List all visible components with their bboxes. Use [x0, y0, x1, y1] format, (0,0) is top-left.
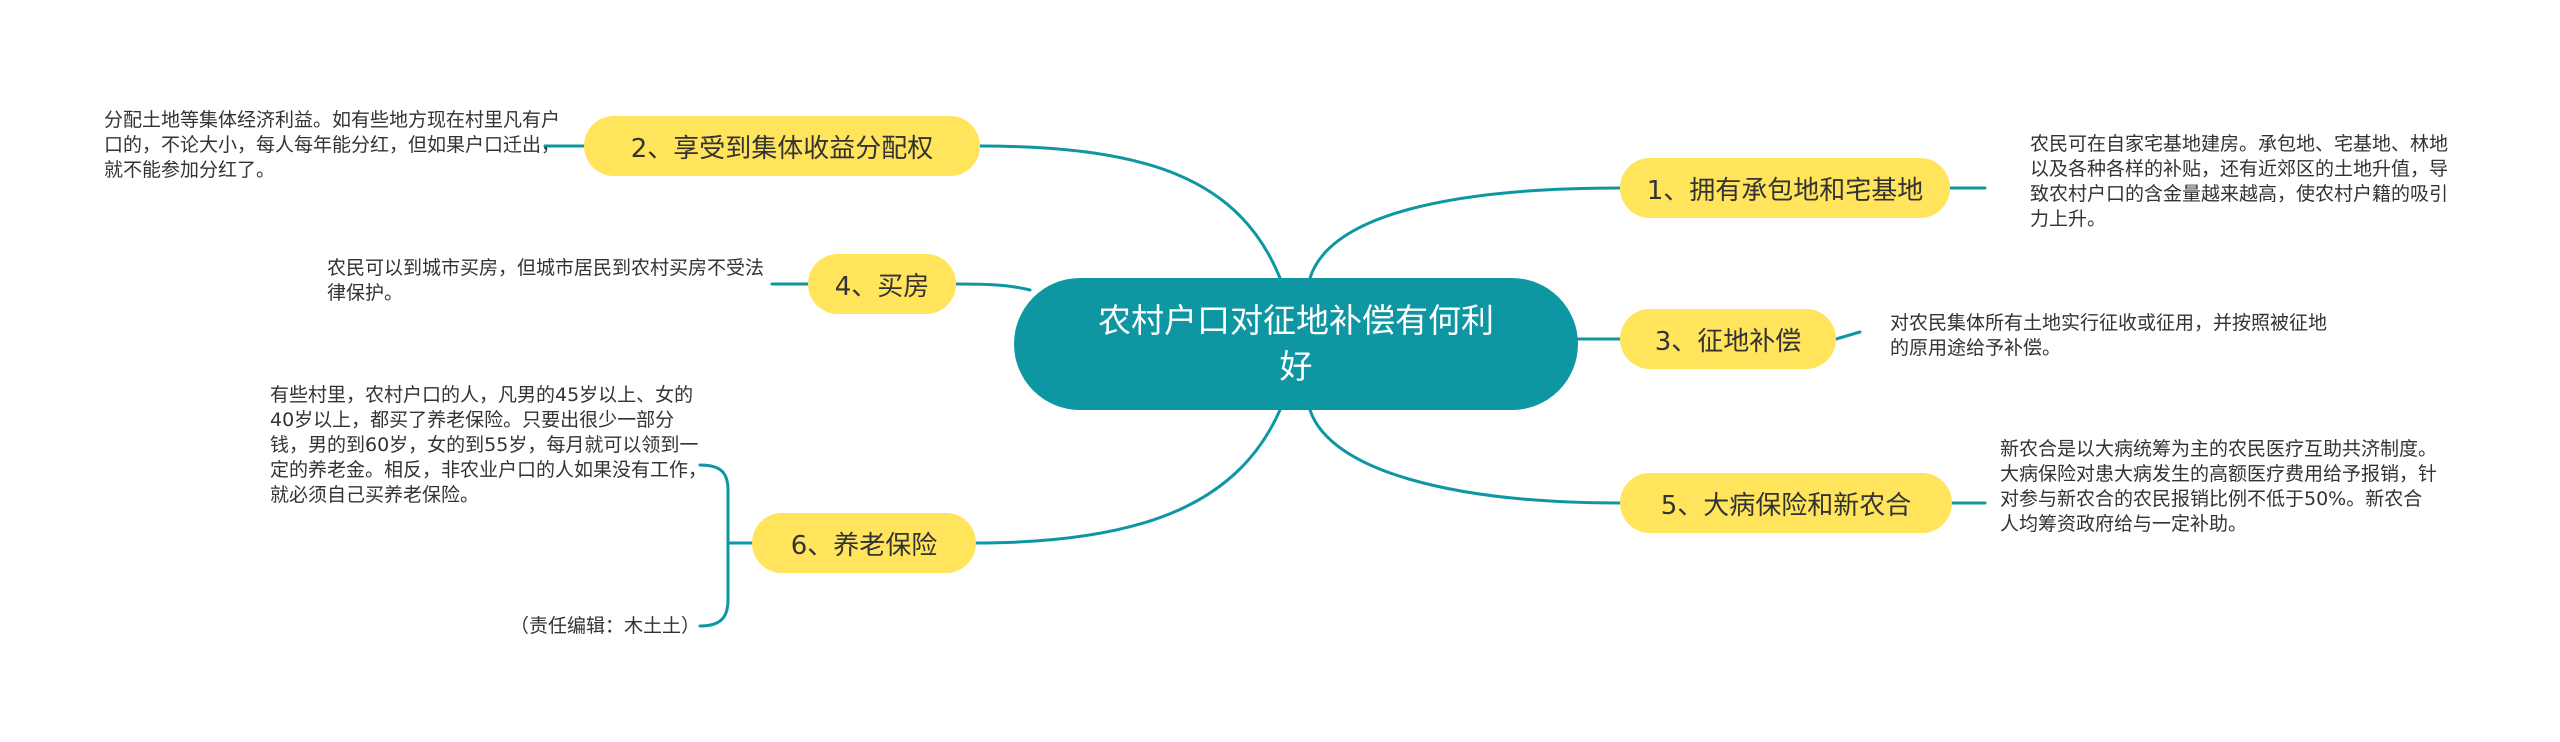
branch-4-label: 4、买房 [834, 271, 930, 302]
branch-1-detail: 农民可在自家宅基地建房。承包地、宅基地、林地以及各种各样的补贴，还有近郊区的土地… [2030, 133, 2449, 230]
edge-center-b4 [954, 282, 1032, 292]
edge-center-b6 [974, 408, 1282, 545]
editor-credit: （责任编辑：木土土） [509, 615, 700, 637]
branch-5-node[interactable]: 5、大病保险和新农合 [1620, 473, 1952, 533]
branch-3-node[interactable]: 3、征地补偿 [1620, 309, 1836, 369]
branch-1-label: 1、拥有承包地和宅基地 [1646, 175, 1924, 206]
branch-2-label: 2、享受到集体收益分配权 [630, 133, 934, 164]
branch-2-node[interactable]: 2、享受到集体收益分配权 [584, 116, 980, 176]
edge-center-b5 [1308, 408, 1622, 505]
branch-6-label: 6、养老保险 [790, 530, 938, 561]
branch-4-detail: 农民可以到城市买房，但城市居民到农村买房不受法律保护。 [327, 257, 765, 304]
branch-2-detail: 分配土地等集体经济利益。如有些地方现在村里凡有户口的，不论大小，每人每年能分红，… [104, 109, 561, 181]
edge-center-b1 [1308, 186, 1622, 280]
branch-3-detail: 对农民集体所有土地实行征收或征用，并按照被征地的原用途给予补偿。 [1890, 312, 2328, 359]
central-topic-label: 农村户口对征地补偿有何利好 [1098, 301, 1494, 386]
central-topic[interactable]: 农村户口对征地补偿有何利好 [1014, 278, 1578, 410]
branch-1-node[interactable]: 1、拥有承包地和宅基地 [1620, 158, 1950, 218]
branch-5-label: 5、大病保险和新农合 [1660, 490, 1912, 521]
edge-b3-leaf [1834, 330, 1862, 341]
bracket-b6 [698, 463, 730, 628]
branch-4-node[interactable]: 4、买房 [808, 254, 956, 314]
branch-6-detail: 有些村里，农村户口的人，凡男的45岁以上、女的40岁以上，都买了养老保险。只要出… [270, 384, 708, 506]
branch-5-detail: 新农合是以大病统筹为主的农民医疗互助共济制度。大病保险对患大病发生的高额医疗费用… [2000, 438, 2438, 535]
branch-6-node[interactable]: 6、养老保险 [752, 513, 976, 573]
branch-3-label: 3、征地补偿 [1654, 326, 1802, 357]
edge-center-b2 [978, 144, 1282, 280]
